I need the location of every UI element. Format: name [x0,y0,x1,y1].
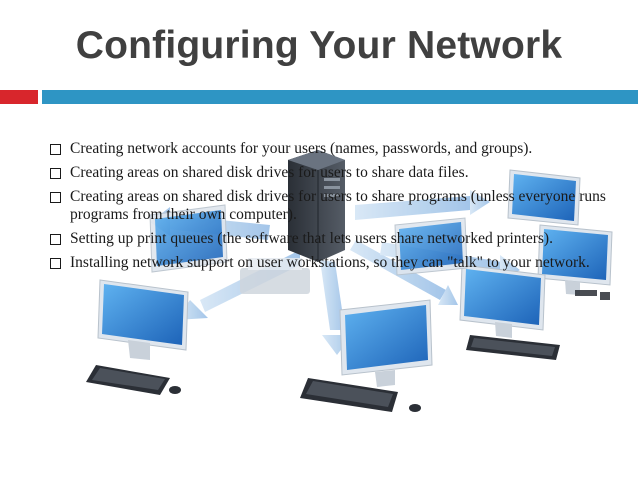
bullet-text: Installing network support on user works… [70,254,590,271]
workstation-top-left [149,204,228,273]
bullet-item: Creating network accounts for your users… [48,140,608,158]
workstation-top-center [394,217,468,276]
workstation-right-1 [537,224,613,295]
accent-bar-blue [42,90,638,104]
bullet-item: Creating areas on shared disk drives for… [48,164,608,182]
checkbox-bullet-icon [50,144,61,155]
bullet-text: Setting up print queues (the software th… [70,230,553,247]
checkbox-bullet-icon [50,258,61,269]
workstation-left [86,279,189,395]
bullet-item: Setting up print queues (the software th… [48,230,608,248]
bullet-text: Creating areas on shared disk drives for… [70,188,606,223]
checkbox-bullet-icon [50,234,61,245]
accent-bar-red [0,90,38,104]
slide-title: Configuring Your Network [75,24,563,67]
printer-icon [240,258,310,294]
workstation-bottom [300,299,433,412]
checkbox-bullet-icon [50,192,61,203]
workstation-right-3 [507,169,581,226]
checkbox-bullet-icon [50,168,61,179]
workstation-right-2 [459,264,560,360]
server-icon [288,150,345,262]
bullet-item: Creating areas on shared disk drives for… [48,188,608,224]
bullet-text: Creating areas on shared disk drives for… [70,164,469,181]
bullet-text: Creating network accounts for your users… [70,140,533,157]
bullet-list: Creating network accounts for your users… [48,140,608,278]
bullet-item: Installing network support on user works… [48,254,608,272]
